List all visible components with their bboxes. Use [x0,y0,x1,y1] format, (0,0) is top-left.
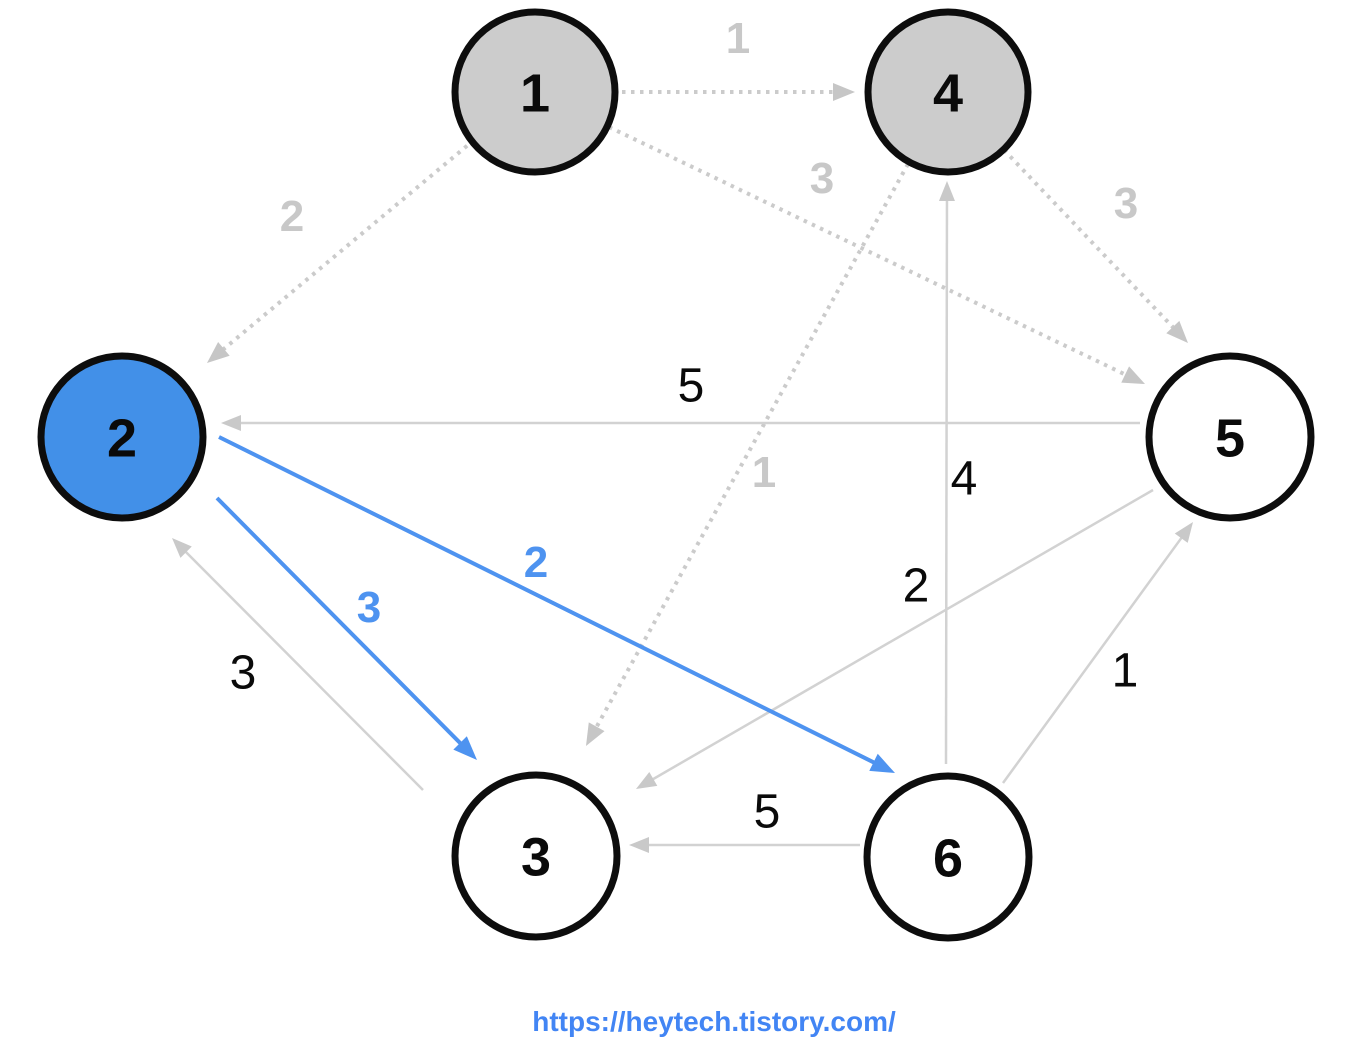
edge-6-5: 1 [1001,522,1193,784]
edge-2-6: 2 [218,435,895,773]
arrowhead-icon [586,722,605,746]
arrowhead-icon [172,538,192,558]
edge-line [215,496,465,748]
arrowhead-icon [833,83,855,101]
node-4-label: 4 [933,63,963,123]
arrowhead-icon [938,181,955,202]
edge-6-5-weight: 1 [1112,644,1139,697]
node-2-label: 2 [107,408,137,468]
node-3-label: 3 [521,827,551,887]
edge-line [1001,534,1185,784]
footer-url: https://heytech.tistory.com/ [532,1006,896,1037]
edge-6-3-weight: 5 [754,785,781,838]
edge-3-2-weight: 3 [230,646,257,699]
edge-5-2-weight: 5 [678,359,705,412]
node-3-circle [451,771,621,941]
edge-4-5: 3 [1002,148,1188,343]
arrowhead-icon [207,341,230,363]
edge-4-3: 1 [586,163,910,746]
node-5-label: 5 [1215,408,1245,468]
edge-4-3-weight: 1 [752,448,776,497]
edge-2-6-weight: 2 [524,538,548,587]
edge-6-4: 4 [938,181,978,765]
edge-1-5-weight: 3 [810,154,834,203]
node-6: 6 [863,772,1033,942]
edge-5-3-weight: 2 [903,559,930,612]
node-4: 4 [864,8,1032,176]
edge-line [219,138,476,353]
edge-3-2: 3 [172,538,424,791]
node-1: 1 [451,8,619,176]
edge-1-2: 2 [207,138,476,363]
node-6-circle [863,772,1033,942]
edge-1-4: 1 [622,14,855,101]
arrowhead-icon [636,772,658,789]
edge-1-2-weight: 2 [280,192,304,241]
edge-line [944,196,949,765]
edge-5-2: 5 [221,359,1140,431]
arrowhead-icon [1174,522,1193,543]
node-1-circle [451,8,619,176]
edge-line [218,435,878,766]
edge-line [649,488,1154,783]
edge-2-3: 3 [215,496,477,760]
arrowhead-icon [869,753,895,773]
edge-1-5: 3 [608,125,1145,384]
edge-6-4-weight: 4 [951,452,978,505]
edge-5-3: 2 [636,488,1154,789]
node-1-label: 1 [520,63,550,123]
edge-6-3: 5 [629,785,860,853]
arrowhead-icon [221,415,241,431]
edge-1-4-weight: 1 [726,14,750,63]
node-5-circle [1145,352,1315,522]
edge-line [1002,148,1178,332]
arrowhead-icon [1121,366,1145,384]
arrowhead-icon [1166,320,1188,343]
edge-4-5-weight: 3 [1114,179,1138,228]
node-5: 5 [1145,352,1315,522]
edge-2-3-weight: 3 [357,583,381,632]
node-3: 3 [451,771,621,941]
node-2-circle [37,352,207,522]
node-4-circle [864,8,1032,176]
edge-line [182,548,424,791]
arrowhead-icon [629,837,649,853]
node-2: 2 [37,352,207,522]
node-6-label: 6 [933,828,963,888]
edge-line [608,125,1130,379]
arrowhead-icon [453,736,477,760]
